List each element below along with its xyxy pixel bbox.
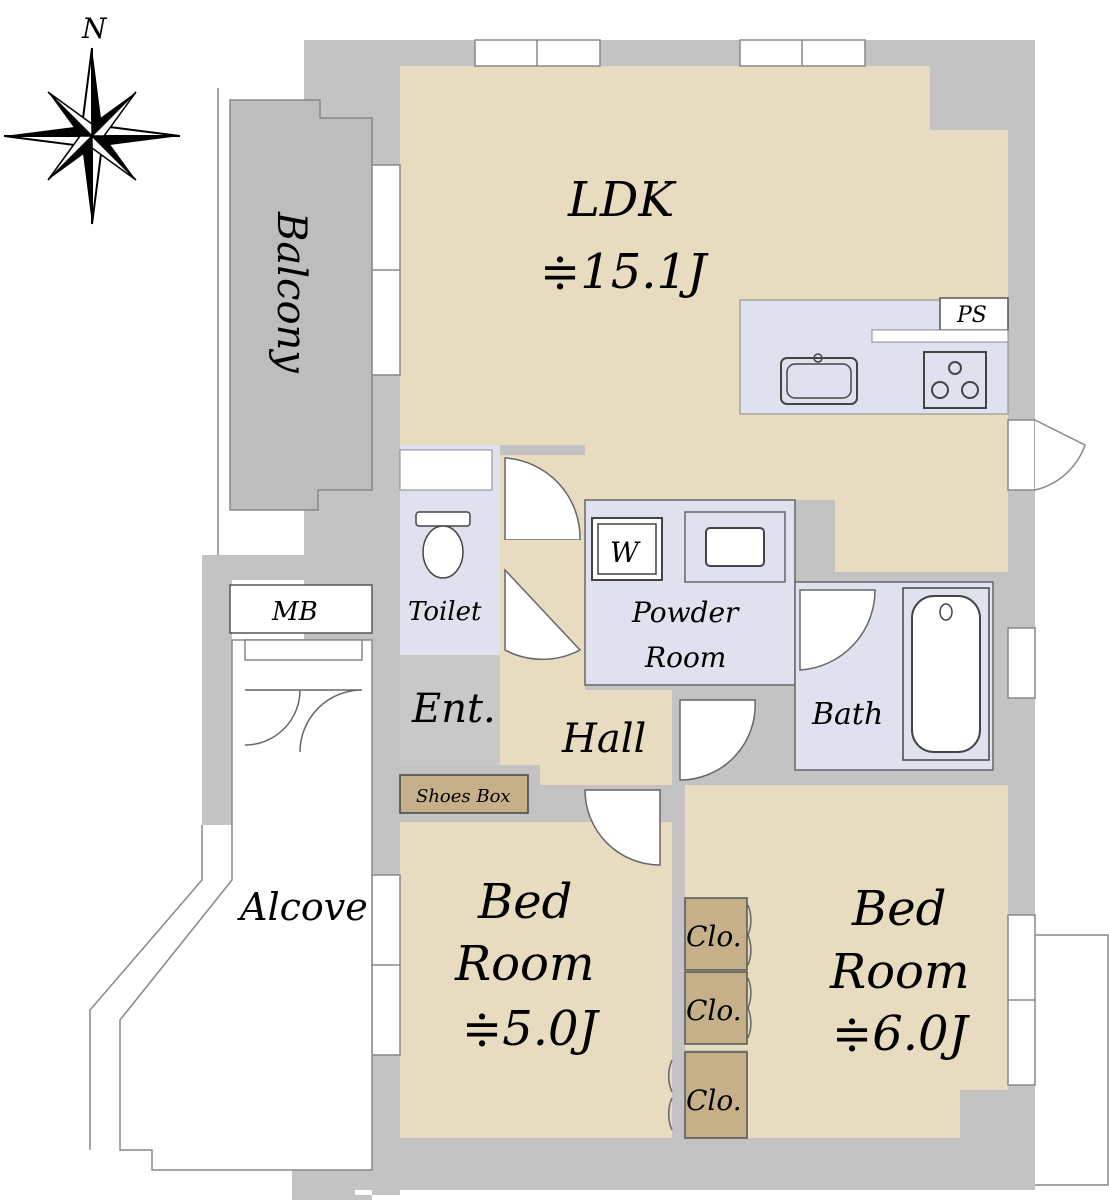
closet — [684, 897, 748, 971]
alcove-label: Alcove — [237, 885, 368, 929]
closet-label: Clo. — [686, 1084, 742, 1117]
hall-label: Hall — [561, 716, 646, 762]
ps-label: PS — [956, 303, 987, 328]
balcony-area — [229, 99, 373, 511]
ldk-size: ≑15.1J — [540, 244, 709, 300]
washer-pan — [591, 517, 663, 581]
door-swing — [504, 568, 582, 661]
door-swing — [679, 699, 756, 781]
bath-label: Bath — [811, 697, 883, 732]
gate — [244, 639, 363, 661]
left-wall-strip — [202, 555, 232, 825]
door-swing — [1034, 419, 1086, 491]
door-swing — [584, 789, 661, 866]
mb-box — [229, 584, 373, 634]
door-swing — [799, 589, 876, 671]
toilet-label: Toilet — [408, 597, 482, 627]
entrance-floor — [400, 655, 500, 765]
faucet-icon — [813, 353, 823, 363]
toilet-tank — [415, 511, 471, 527]
entrance-label: Ent. — [411, 686, 496, 732]
bedroom-2-size: ≑6.0J — [832, 1006, 971, 1062]
compass-rose — [3, 47, 181, 225]
door — [1007, 419, 1036, 491]
bedroom-2-floor — [685, 785, 1008, 1138]
door-swing — [747, 904, 752, 966]
burner-icon — [931, 381, 949, 399]
bedroom-1-size: ≑5.0J — [462, 1001, 601, 1057]
closet-label: Clo. — [686, 920, 742, 953]
burner-icon — [948, 361, 962, 375]
north-label: N — [81, 12, 108, 45]
hall-floor — [500, 540, 672, 785]
sink — [780, 357, 858, 405]
closet — [684, 1051, 748, 1139]
side-balcony-rail — [1035, 934, 1109, 1186]
washer-inner — [597, 523, 657, 575]
door-swing — [668, 1059, 673, 1131]
door-swing — [244, 689, 363, 753]
counter-ledge — [871, 329, 1009, 343]
closet-label: Clo. — [686, 994, 742, 1027]
mb-label: MB — [271, 597, 318, 627]
alcove-area — [119, 639, 373, 1171]
bedroom-1-label-2: Room — [454, 936, 594, 992]
bedroom-2-label-2: Room — [829, 944, 969, 1000]
drain-icon — [939, 603, 953, 621]
window — [1007, 627, 1036, 699]
closet — [684, 971, 748, 1045]
bedroom-1-label-1: Bed — [477, 874, 572, 930]
door-swing — [747, 977, 752, 1039]
washer-label: W — [610, 536, 641, 569]
balcony-label: Balcony — [268, 211, 314, 374]
door-swing — [504, 457, 581, 541]
ldk-label: LDK — [567, 172, 677, 228]
burner-icon — [961, 381, 979, 399]
bedroom-2-label-1: Bed — [851, 881, 946, 937]
powder-label-2: Room — [644, 641, 726, 674]
bedroom-1-floor — [400, 822, 672, 1138]
bathtub-inner — [911, 595, 981, 753]
shoes-box — [399, 774, 529, 814]
powder-label-1: Powder — [631, 596, 740, 629]
toilet-icon — [422, 525, 464, 579]
sink-basin — [786, 363, 852, 399]
stove — [923, 351, 987, 409]
ldk-floor — [400, 66, 1008, 572]
vanity-basin — [705, 527, 765, 567]
shoes-box-label: Shoes Box — [416, 786, 511, 807]
toilet-shelf — [399, 449, 493, 491]
alcove-rail — [89, 825, 203, 1150]
